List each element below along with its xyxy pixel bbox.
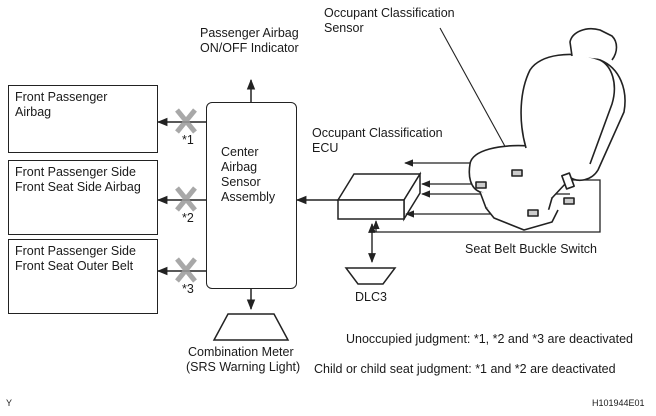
- unoccupied-note: Unoccupied judgment: *1, *2 and *3 are d…: [346, 332, 633, 346]
- side-airbag-line2: Front Seat Side Airbag: [15, 180, 141, 194]
- occupant-ecu-label-line2: ECU: [312, 141, 339, 155]
- occupant-sensor-label-line2: Sensor: [324, 21, 364, 35]
- corner-mark: Y: [6, 398, 13, 408]
- outer-belt-line2: Front Seat Outer Belt: [15, 259, 134, 273]
- front-passenger-airbag-box: Front Passenger Airbag: [8, 85, 158, 153]
- front-seat-side-airbag-box: Front Passenger Side Front Seat Side Air…: [8, 160, 158, 235]
- marker-1: *1: [182, 133, 194, 147]
- airbag-indicator-label-line1: Passenger Airbag: [200, 26, 299, 40]
- marker-3: *3: [182, 282, 194, 296]
- side-airbag-line1: Front Passenger Side: [15, 165, 136, 179]
- occupant-sensor-label-line1: Occupant Classification: [324, 6, 455, 20]
- deactivation-mark-1-icon: [175, 108, 197, 134]
- figure-id: H101944E01: [592, 398, 645, 408]
- dlc3-label: DLC3: [355, 290, 387, 304]
- marker-2: *2: [182, 211, 194, 225]
- combination-meter-icon: [212, 313, 290, 341]
- occupant-ecu-label-line1: Occupant Classification: [312, 126, 443, 140]
- passenger-seat-icon: [468, 27, 626, 231]
- center-label-line1: Center: [221, 145, 259, 159]
- deactivation-mark-2-icon: [175, 186, 197, 212]
- front-seat-outer-belt-box: Front Passenger Side Front Seat Outer Be…: [8, 239, 158, 314]
- dlc3-connector-icon: [344, 267, 397, 285]
- center-label-line2: Airbag: [221, 160, 258, 174]
- front-passenger-airbag-line2: Airbag: [15, 105, 52, 119]
- deactivation-mark-3-icon: [175, 257, 197, 283]
- center-airbag-sensor-assembly-box: Center Airbag Sensor Assembly: [206, 102, 297, 289]
- outer-belt-line1: Front Passenger Side: [15, 244, 136, 258]
- occupant-ecu-block: [336, 171, 422, 222]
- center-label-line4: Assembly: [221, 190, 276, 204]
- combination-meter-label-line2: (SRS Warning Light): [186, 360, 301, 374]
- child-seat-note: Child or child seat judgment: *1 and *2 …: [314, 362, 616, 376]
- airbag-indicator-label-line2: ON/OFF Indicator: [200, 41, 299, 55]
- seat-belt-buckle-switch-label: Seat Belt Buckle Switch: [465, 242, 598, 256]
- combination-meter-label-line1: Combination Meter: [188, 345, 294, 359]
- center-label-line3: Sensor: [221, 175, 261, 189]
- front-passenger-airbag-line1: Front Passenger: [15, 90, 108, 104]
